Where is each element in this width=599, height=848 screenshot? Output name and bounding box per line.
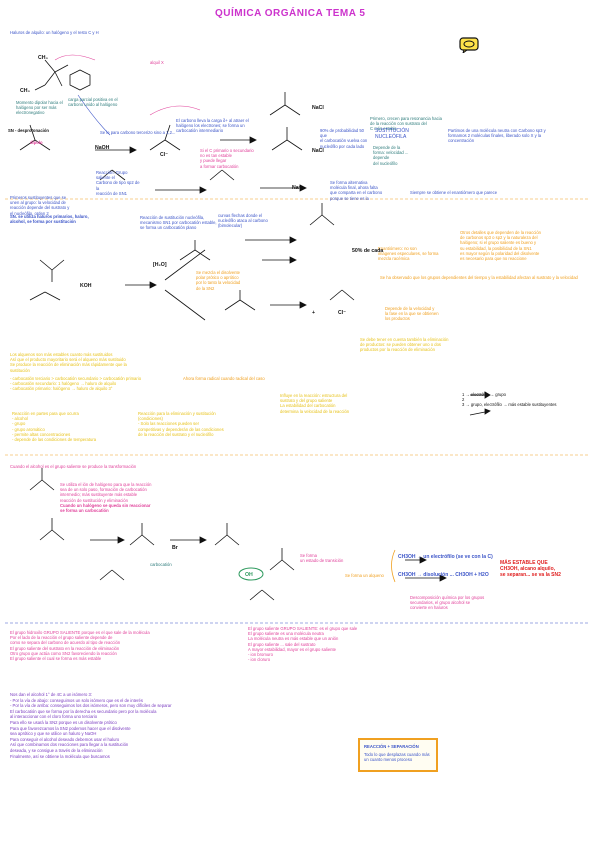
yellow-right-influence: Influye en la reacción: estructura del s… [280, 393, 350, 414]
chem-h2o: [H₂O] [153, 262, 167, 268]
chem-ch3-2: CH₃ [20, 88, 30, 94]
chem-koh: KOH [80, 283, 92, 289]
summary-box: REACCIÓN + SEPARACIÓN Todo lo que despla… [358, 738, 438, 772]
chem-naoh: NaOH [95, 145, 110, 151]
chem-cl-minus: Cl⁻ [160, 152, 168, 158]
orange-right-mid: Depende de la velocidad y la fase en la … [385, 306, 439, 322]
yellow-mid-conditions: Reacción para la eliminación y sustituci… [138, 411, 224, 437]
summary-box-title: REACCIÓN + SEPARACIÓN [364, 744, 419, 749]
yellow-block: Los alquenos son más estables cuanto más… [10, 352, 127, 373]
racemic-note: Enantiómero: no son imágenes especulares… [378, 246, 439, 262]
yellow-left-conditions: Reacción en partes para que ocurra - alc… [12, 411, 97, 443]
chem-ch3-1: CH₃ [38, 55, 48, 61]
dipole-left-note: Momento dipolar hacia el halógeno por se… [16, 100, 63, 116]
velocity-note: Depende de la forma: velocidad ... depen… [373, 145, 409, 166]
sn1-left-note: Reacción: Grupo saliente el Carbono de t… [96, 170, 140, 196]
speech-bubble-icon [459, 37, 479, 53]
pink-section-title: Cuando el alcohol es el grupo saliente s… [10, 464, 137, 469]
alkene-note: Se forma un alqueno [345, 573, 384, 578]
orange-right-line: Se ha observado que los grupos dependien… [380, 275, 578, 280]
alquil-note: alquil X [150, 60, 164, 65]
top-mid-note: El carbono lleva la carga δ+ al atraer e… [176, 118, 249, 134]
rxn-desc-note: Reacción de sustitución nucleófila, meca… [140, 215, 217, 231]
chem-plus: + [312, 310, 316, 316]
siempre-note: Siempre se obtiene el enantiómero que pa… [410, 190, 498, 195]
dipolo-label: dipolo [30, 140, 43, 145]
formula-1: CH3OH → un electrófilo (se ve con la C) [398, 554, 493, 560]
pink-haluro-note: Primeros sustituyentes que se unen al gr… [10, 195, 70, 216]
header-left-note: Haluros de alquilo: un halógeno y el res… [10, 30, 99, 35]
right-intro-note: Se debe tener en cuenta también la elimi… [360, 337, 449, 353]
orange-right-group: Otros detalles que dependen de la reacci… [460, 230, 542, 262]
pink-bold-note: Cuando un halógeno se queda sin reaccion… [60, 503, 151, 514]
sn1-small-note: Si el C primario o secundario no es tan … [200, 148, 254, 169]
summary-box-body: Todo lo que desplazas cuando más un cuan… [364, 752, 430, 763]
sn-red-note: SN. se utiliza haluros primarios, haluro… [10, 214, 89, 225]
red-small-note: Descomposición química por los grupos se… [410, 595, 485, 611]
partial-charge-note: carga parcial positiva en el carbono uni… [68, 97, 118, 108]
chem-nacl-2: NaCl [312, 148, 324, 154]
probability-note: 90% de probabilidad 50 que el carbocatió… [320, 128, 368, 149]
formula-2: CH3OH → disolución ... CH3OH + H2O [398, 572, 489, 578]
yellow-list: - carbocatión terciario > carbocatión se… [10, 376, 142, 392]
pink-small-block: Se utiliza el ión de halógeno para que l… [60, 482, 152, 503]
yellow-right-note: Ahora forma radical cuando radical del c… [183, 376, 265, 381]
pink-bottom-left: El grupo hidroxilo GRUPO SALIENTE porque… [10, 630, 150, 662]
carbocation-label: carbocatión [150, 562, 172, 567]
chem-br: Br [172, 545, 178, 551]
chem-percent: 50% de cada [352, 248, 384, 254]
sn-deprotonation-label: SN - desprotonación [8, 128, 49, 133]
right-list: 1 → electrófilo → grupo 2 3 → grupo, ele… [462, 392, 557, 408]
chem-nacl-1: NaCl [312, 105, 324, 111]
page-title: QUÍMICA ORGÁNICA TEMA 5 [215, 8, 366, 19]
chem-na: Na⁺ [292, 185, 302, 191]
chem-cl-minus-2: Cl⁻ [338, 310, 346, 316]
final-molecule-note: Se forma alternativa molécula final, aho… [330, 180, 383, 201]
right-small-note: Primero, crecen para resonancia hacia de… [370, 116, 442, 132]
substitution-label: SUSTITUCIÓN NUCLEÓFILA [375, 128, 409, 140]
pink-bottom-right: El grupo saliente GRUPO SALIENTE: es el … [248, 626, 358, 663]
right-top-note: Partimos de una molécula neutra con Carb… [448, 128, 546, 144]
chem-oh: OH [245, 572, 253, 578]
parcial-label-note: Se le para carbono tercerizo sino a 1,2.… [100, 130, 176, 135]
purple-block: Nos dan el alcohol 1° de 4C a un isómero… [10, 692, 172, 759]
orange-left-mid: Se mezcla el disolvente polar prótico o … [196, 270, 241, 291]
transition-note: Se forma un estado de transición [300, 553, 344, 564]
red-right-note: MÁS ESTABLE QUE CH3OH, alcano alquilo, s… [500, 560, 561, 578]
curved-arrow-note: curvas flechas donde el nucleófilo ataca… [218, 213, 268, 229]
